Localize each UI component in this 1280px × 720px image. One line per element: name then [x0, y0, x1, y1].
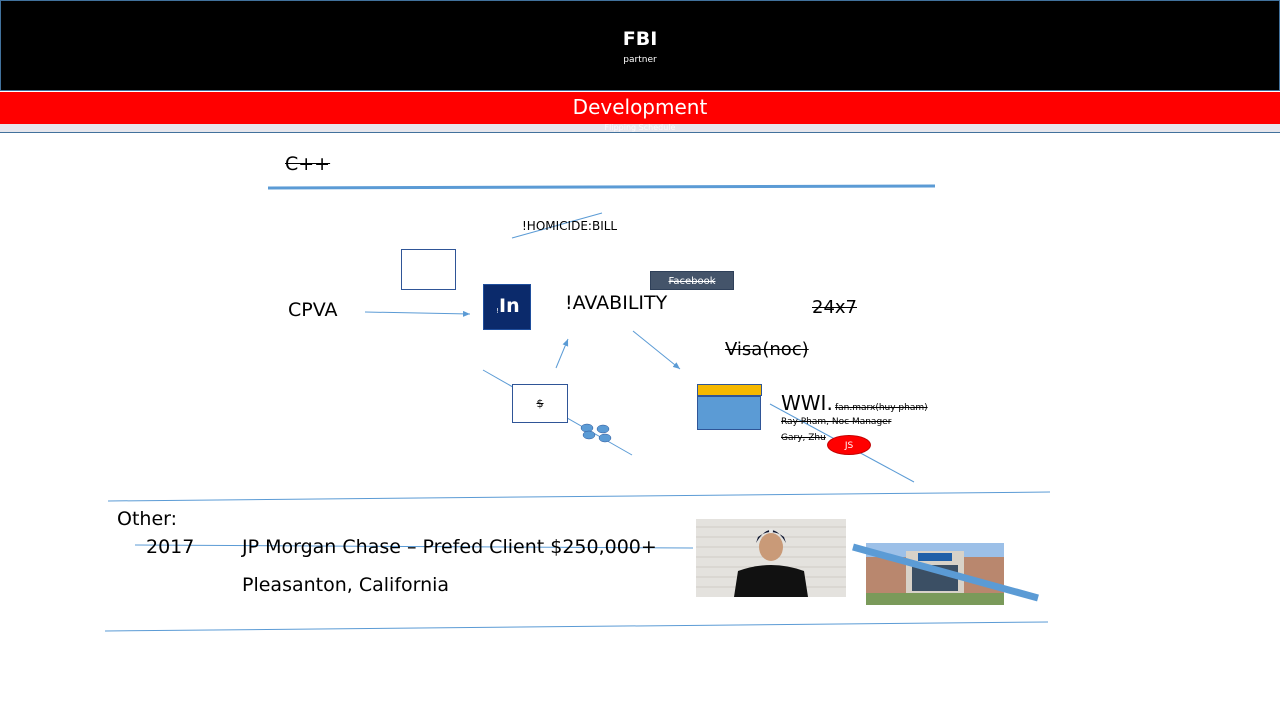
- in-box-label: In: [499, 295, 520, 317]
- location-label: Pleasanton, California: [242, 574, 450, 596]
- gold-bar: [697, 384, 762, 396]
- cpp-underline: [267, 184, 936, 190]
- dot: [596, 424, 610, 434]
- dot: [598, 433, 612, 443]
- js-oval: JS: [827, 435, 871, 455]
- year-strike: [134, 544, 694, 549]
- facebook-box: Facebook: [650, 271, 734, 290]
- in-box-mark: !: [496, 307, 499, 315]
- cpp-label: C++: [285, 153, 331, 175]
- gary-label: Gary, Zhu: [781, 433, 826, 443]
- up-arrow: [555, 338, 569, 369]
- year-label: 2017: [146, 536, 195, 558]
- cpva-arrow: [364, 310, 471, 317]
- blue-box: [697, 396, 761, 430]
- hours-label: 24x7: [812, 297, 858, 318]
- homicide-strike: [511, 212, 603, 239]
- cpva-label: CPVA: [288, 299, 338, 321]
- availability-label: !AVABILITY: [565, 292, 668, 314]
- dot: [582, 430, 596, 440]
- ray-label: Ray Pham, Noc Manager: [781, 417, 892, 427]
- other-heading: Other:: [117, 508, 178, 530]
- header-subtitle: partner: [623, 55, 657, 65]
- band-subtitle: Flipping Schedule: [604, 123, 676, 132]
- fan-label: fan.marx(huy pham): [835, 403, 928, 413]
- header-bar: [0, 0, 1280, 91]
- development-band: [0, 92, 1280, 124]
- dollar-box: $: [512, 384, 568, 423]
- divider-top: [107, 491, 1051, 502]
- header-title: FBI: [622, 28, 658, 50]
- homicide-label: !HOMICIDE:BILL: [522, 219, 618, 233]
- band-title: Development: [572, 95, 708, 119]
- visa-label: Visa(noc): [725, 339, 809, 360]
- divider-bottom: [104, 621, 1049, 632]
- band-strip: [0, 124, 1280, 133]
- in-box: ! In: [483, 284, 531, 330]
- down-arrow: [632, 330, 681, 370]
- portrait-photo: [696, 519, 846, 597]
- wwi-label: WWI.: [781, 391, 833, 415]
- empty-box: [401, 249, 456, 290]
- bank-line: JP Morgan Chase – Prefed Client $250,000…: [242, 536, 657, 558]
